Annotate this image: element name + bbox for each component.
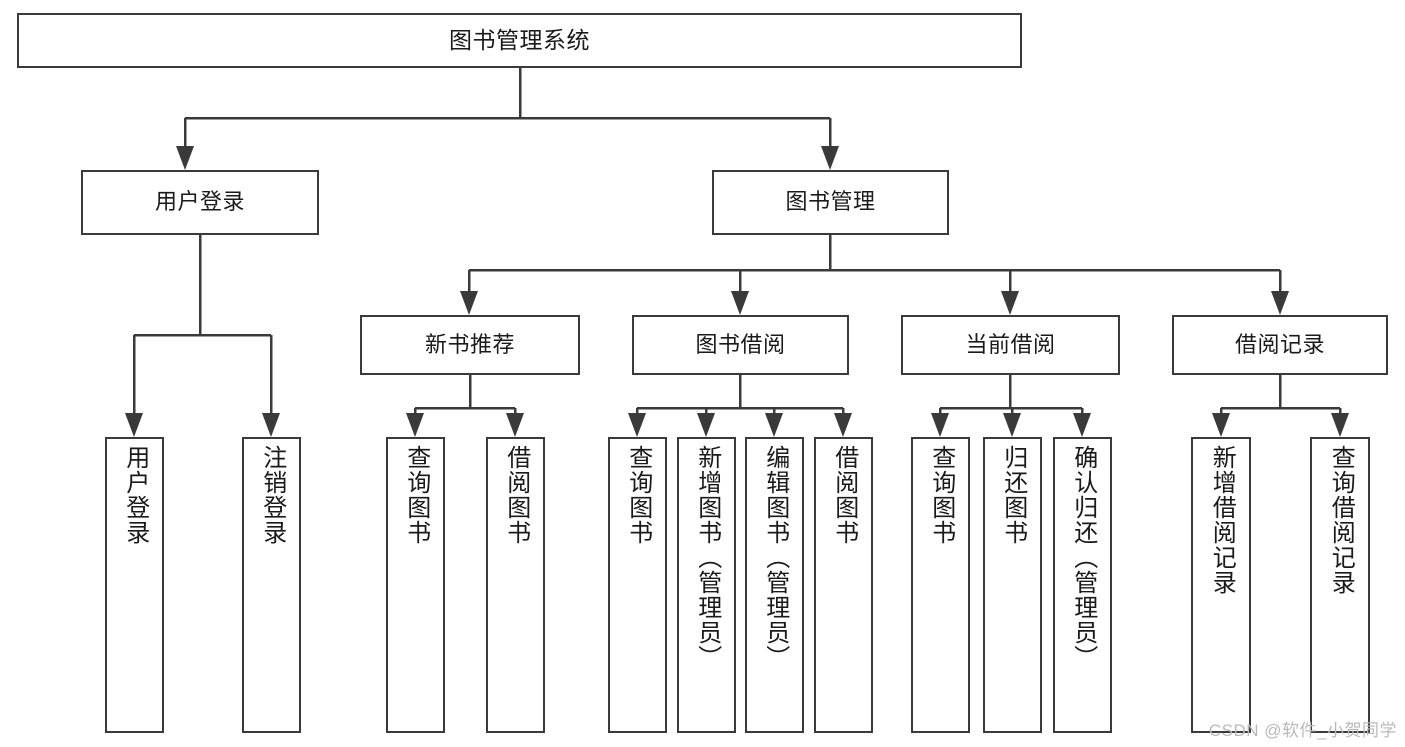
node-leaf-confirm-return-admin: 确认归还（管理员） (1053, 437, 1112, 733)
connector-arrowhead (125, 413, 143, 437)
connector-arrowhead (834, 413, 852, 437)
connector-arrowhead (406, 413, 424, 437)
node-leaf-return-book: 归还图书 (983, 437, 1042, 733)
connector-arrowhead (931, 413, 949, 437)
node-label-leaf-query-book-3: 查询图书 (927, 445, 955, 545)
node-label-book-borrow: 图书借阅 (695, 331, 786, 357)
node-current-borrow: 当前借阅 (901, 315, 1120, 375)
watermark-label: CSDN @软件_小贺同学 (1208, 721, 1397, 740)
node-label-leaf-query-borrow-record: 查询借阅记录 (1327, 445, 1355, 595)
connector-arrowhead (1331, 413, 1349, 437)
node-label-current-borrow: 当前借阅 (965, 331, 1056, 357)
node-label-borrow-record: 借阅记录 (1234, 331, 1325, 357)
node-leaf-add-borrow-record: 新增借阅记录 (1191, 437, 1251, 733)
node-leaf-logout-login: 注销登录 (242, 437, 301, 733)
node-root-label: 图书管理系统 (449, 26, 590, 53)
connector-arrowhead (765, 413, 783, 437)
node-label-book-management: 图书管理 (785, 189, 876, 215)
node-label-leaf-add-book-admin: 新增图书（管理员） (693, 445, 721, 670)
node-label-user-login: 用户登录 (154, 189, 245, 215)
node-label-leaf-return-book: 归还图书 (999, 445, 1027, 545)
node-leaf-borrow-book-2: 借阅图书 (814, 437, 873, 733)
node-leaf-edit-book-admin: 编辑图书（管理员） (745, 437, 804, 733)
node-leaf-user-login: 用户登录 (105, 437, 164, 733)
connector-arrowhead (262, 413, 280, 437)
node-label-leaf-borrow-book-1: 借阅图书 (502, 445, 530, 545)
node-label-leaf-add-borrow-record: 新增借阅记录 (1208, 445, 1236, 595)
node-borrow-record: 借阅记录 (1172, 315, 1388, 375)
node-leaf-query-book-3: 查询图书 (911, 437, 970, 733)
connector-arrowhead (460, 291, 478, 315)
node-book-borrow: 图书借阅 (632, 315, 849, 375)
connector-arrowhead (1271, 291, 1289, 315)
node-label-leaf-query-book-1: 查询图书 (402, 445, 430, 545)
node-label-leaf-edit-book-admin: 编辑图书（管理员） (761, 445, 789, 670)
node-leaf-add-book-admin: 新增图书（管理员） (677, 437, 736, 733)
node-user-login: 用户登录 (81, 170, 319, 235)
connector-arrowhead (1001, 291, 1019, 315)
node-leaf-query-book-1: 查询图书 (386, 437, 445, 733)
node-root-system: 图书管理系统 (17, 13, 1022, 68)
connector-arrowhead (628, 413, 646, 437)
connector-arrowhead (821, 146, 839, 170)
node-label-leaf-logout-login: 注销登录 (258, 445, 286, 545)
node-label-leaf-user-login: 用户登录 (121, 445, 149, 545)
node-label-leaf-borrow-book-2: 借阅图书 (830, 445, 858, 545)
connector-arrowhead (731, 291, 749, 315)
connector-arrowhead (176, 146, 194, 170)
node-leaf-borrow-book-1: 借阅图书 (486, 437, 545, 733)
connector-arrowhead (506, 413, 524, 437)
node-leaf-query-borrow-record: 查询借阅记录 (1310, 437, 1370, 733)
node-label-leaf-confirm-return-admin: 确认归还（管理员） (1069, 445, 1097, 670)
node-new-book-recommend: 新书推荐 (360, 315, 580, 375)
connector-arrowhead (1073, 413, 1091, 437)
connector-arrowhead (1212, 413, 1230, 437)
node-label-new-book-recommend: 新书推荐 (424, 331, 515, 357)
connector-arrowhead (1003, 413, 1021, 437)
node-book-management: 图书管理 (712, 170, 949, 235)
connector-arrowhead (697, 413, 715, 437)
node-leaf-query-book-2: 查询图书 (608, 437, 667, 733)
node-label-leaf-query-book-2: 查询图书 (624, 445, 652, 545)
